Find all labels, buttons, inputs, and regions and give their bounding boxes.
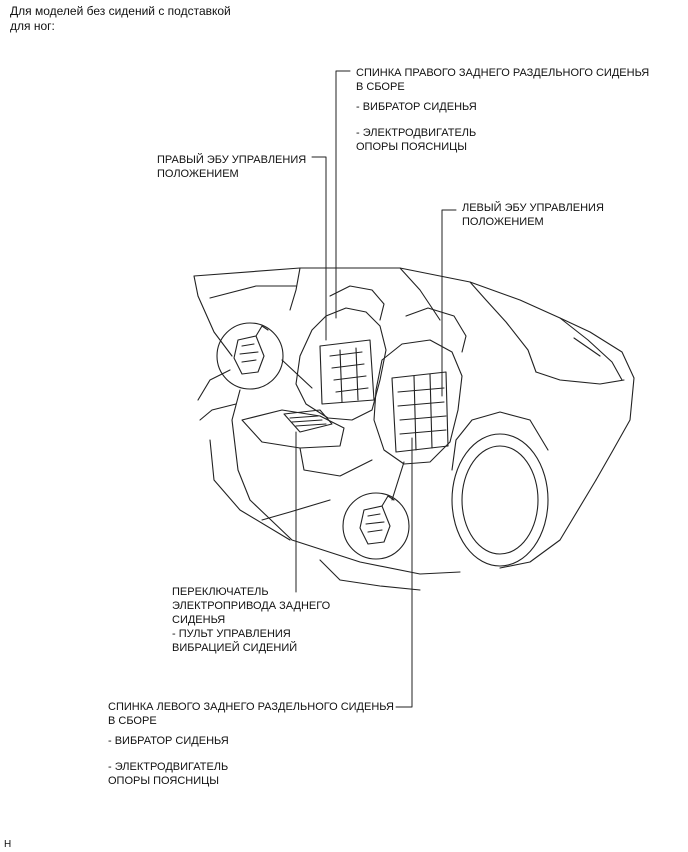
- figure-code: H: [4, 839, 12, 850]
- switch-line-2: ЭЛЕКТРОПРИВОДА ЗАДНЕГО: [172, 600, 331, 612]
- rear-wheel-inner: [461, 445, 539, 555]
- page-title: Для моделей без сидений с подставкой для…: [10, 4, 231, 34]
- header-line-2: для ног:: [10, 19, 55, 33]
- switch-line-1: ПЕРЕКЛЮЧАТЕЛЬ: [172, 586, 269, 598]
- right-seatback-label: СПИНКА ПРАВОГО ЗАДНЕГО РАЗДЕЛЬНОГО СИДЕН…: [356, 66, 649, 154]
- right-ecu-label: ПРАВЫЙ ЭБУ УПРАВЛЕНИЯ ПОЛОЖЕНИЕМ: [157, 153, 306, 181]
- rear-seat-switch-panel: [283, 409, 333, 433]
- leader-left-ecu: [441, 209, 457, 397]
- left-rear-seat: [373, 307, 467, 465]
- switch-line-3: СИДЕНЬЯ: [172, 614, 226, 626]
- left-ecu-label: ЛЕВЫЙ ЭБУ УПРАВЛЕНИЯ ПОЛОЖЕНИЕМ: [462, 201, 604, 229]
- left-seatback-title-1: СПИНКА ЛЕВОГО ЗАДНЕГО РАЗДЕЛЬНОГО СИДЕНЬ…: [108, 701, 394, 713]
- car-body: [193, 267, 635, 591]
- leader-left-seatback: [395, 437, 413, 708]
- left-seatback-label: СПИНКА ЛЕВОГО ЗАДНЕГО РАЗДЕЛЬНОГО СИДЕНЬ…: [108, 700, 394, 788]
- leader-right-seatback: [335, 70, 351, 319]
- left-ecu-line-2: ПОЛОЖЕНИЕМ: [462, 216, 544, 228]
- leader-lines: [295, 70, 457, 708]
- left-ecu-line-1: ЛЕВЫЙ ЭБУ УПРАВЛЕНИЯ: [462, 202, 604, 214]
- left-seatback-title-2: В СБОРЕ: [108, 715, 157, 727]
- right-rear-seat: [295, 285, 387, 421]
- right-seatback-lumbar-1: - ЭЛЕКТРОДВИГАТЕЛЬ: [356, 127, 477, 139]
- left-seatback-lumbar-1: - ЭЛЕКТРОДВИГАТЕЛЬ: [108, 761, 229, 773]
- right-seatback-lumbar-2: ОПОРЫ ПОЯСНИЦЫ: [356, 141, 467, 153]
- left-ecu-detail-circle: [342, 461, 410, 560]
- right-ecu-line-1: ПРАВЫЙ ЭБУ УПРАВЛЕНИЯ: [157, 154, 307, 166]
- header-line-1: Для моделей без сидений с подставкой: [10, 4, 231, 18]
- switch-label: ПЕРЕКЛЮЧАТЕЛЬ ЭЛЕКТРОПРИВОДА ЗАДНЕГО СИД…: [172, 585, 330, 655]
- leader-right-ecu: [311, 156, 327, 341]
- right-ecu-line-2: ПОЛОЖЕНИЕМ: [157, 168, 239, 180]
- rear-wheel-outer: [451, 433, 549, 567]
- left-seatback-vibrator: - ВИБРАТОР СИДЕНЬЯ: [108, 735, 229, 747]
- switch-line-5: ВИБРАЦИЕЙ СИДЕНИЙ: [172, 642, 298, 654]
- right-ecu-detail-circle: [216, 322, 313, 390]
- switch-line-4: - ПУЛЬТ УПРАВЛЕНИЯ: [172, 628, 291, 640]
- right-seatback-title-2: В СБОРЕ: [356, 81, 405, 93]
- center-armrest: [241, 409, 373, 477]
- left-seatback-lumbar-2: ОПОРЫ ПОЯСНИЦЫ: [108, 775, 219, 787]
- right-seatback-vibrator: - ВИБРАТОР СИДЕНЬЯ: [356, 101, 477, 113]
- right-seatback-title-1: СПИНКА ПРАВОГО ЗАДНЕГО РАЗДЕЛЬНОГО СИДЕН…: [356, 67, 650, 79]
